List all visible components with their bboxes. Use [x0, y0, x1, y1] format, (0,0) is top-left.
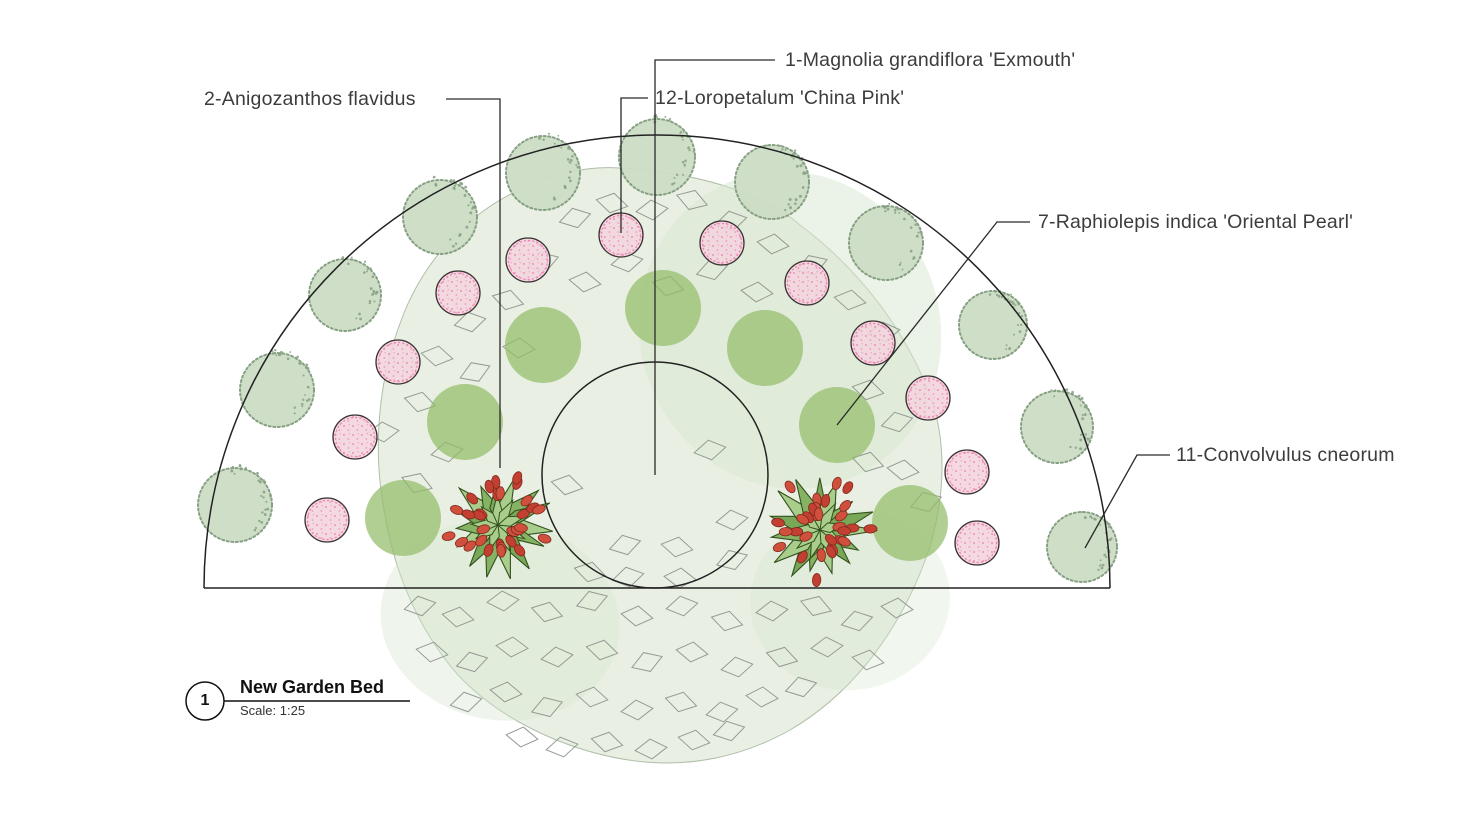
label-raphiolepis: 7-Raphiolepis indica 'Oriental Pearl': [1038, 211, 1354, 233]
loropetalum-circles: [304, 212, 1000, 566]
drawing-number: 1: [200, 692, 210, 709]
drawing-title: New Garden Bed: [240, 677, 385, 697]
leader-loropetalum: [620, 97, 648, 233]
anigozanthos-plant: [441, 471, 553, 580]
label-anigozanthos: 2-Anigozanthos flavidus: [204, 88, 416, 110]
label-loropetalum: 12-Loropetalum 'China Pink': [655, 87, 905, 109]
label-magnolia: 1-Magnolia grandiflora 'Exmouth': [785, 49, 1076, 71]
label-convolvulus: 11-Convolvulus cneorum: [1176, 444, 1395, 466]
drawing-scale: Scale: 1:25: [240, 703, 306, 718]
drawing-number-bubble: [185, 681, 225, 721]
leader-convolvulus: [1084, 454, 1170, 549]
leader-lines: [446, 59, 1170, 549]
convolvulus-circles: [197, 113, 1118, 583]
leader-magnolia: [654, 59, 775, 475]
anigozanthos-plant: [768, 476, 878, 587]
leader-raphiolepis: [836, 221, 1030, 426]
title-block: [185, 681, 410, 721]
leader-anigozanthos: [446, 98, 501, 468]
